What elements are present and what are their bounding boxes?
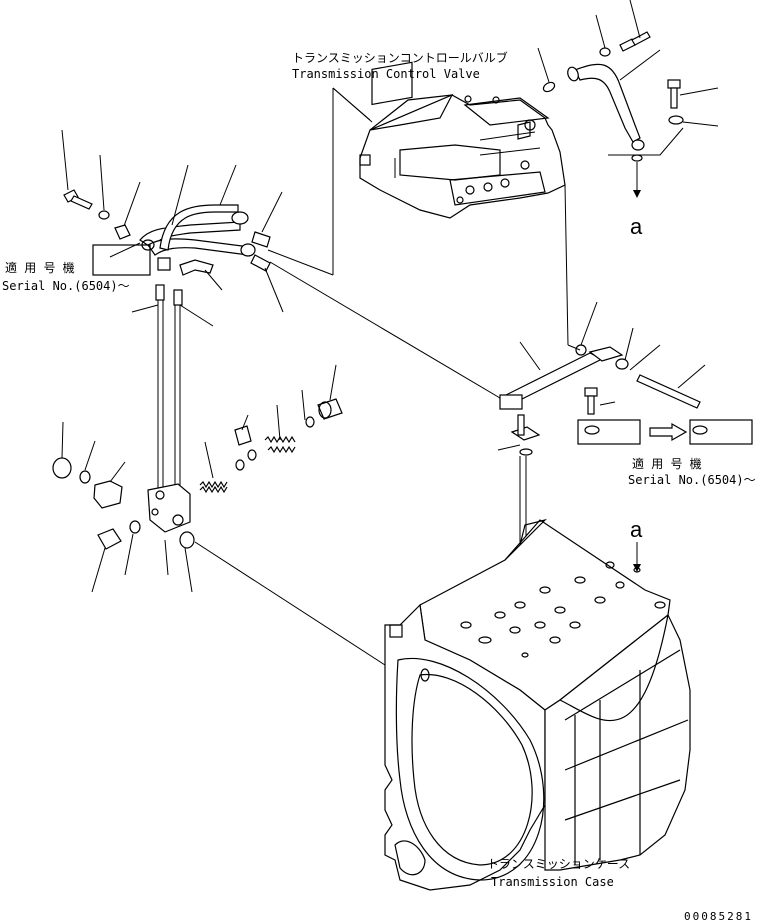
serial-box-left bbox=[92, 244, 151, 276]
serial-left-jp: 適 用 号 機 bbox=[5, 260, 75, 275]
tcv-label-jp: トランスミッションコントロールバルブ bbox=[292, 50, 508, 65]
ref-a-case: a bbox=[630, 517, 643, 542]
case-label-jp: トランスミッションケース bbox=[487, 857, 630, 871]
serial-left-en: Serial No.(6504)～ bbox=[2, 279, 130, 293]
serial-right-en: Serial No.(6504)～ bbox=[628, 473, 756, 487]
vertical-pipes bbox=[155, 284, 183, 490]
top-right-pipe-assembly bbox=[537, 0, 719, 198]
right-pipe-assembly bbox=[497, 184, 706, 650]
tcv-label-en: Transmission Control Valve bbox=[292, 67, 480, 81]
case-label-en: Transmission Case bbox=[491, 875, 614, 889]
ref-a-top: a bbox=[630, 214, 643, 239]
drawing-number: 00085281 bbox=[684, 910, 753, 923]
small-valve-body bbox=[52, 364, 386, 666]
serial-variant-right bbox=[577, 419, 753, 445]
transmission-control-valve bbox=[359, 61, 566, 219]
transmission-case bbox=[384, 518, 691, 891]
left-pipe-assembly bbox=[61, 129, 284, 327]
serial-right-jp: 適 用 号 機 bbox=[632, 456, 702, 471]
